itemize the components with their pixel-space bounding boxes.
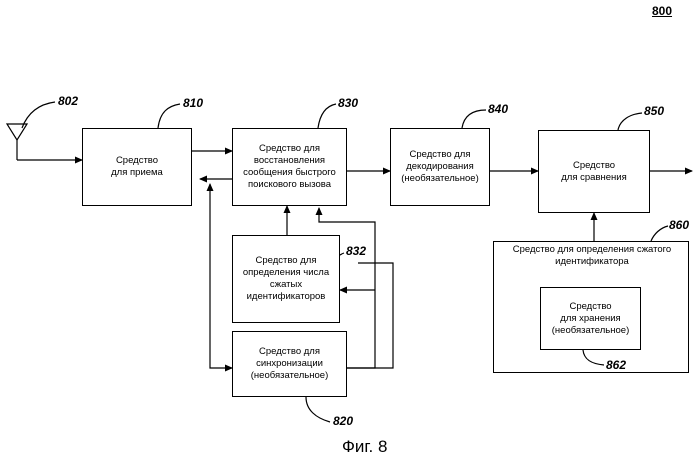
leader-850 bbox=[618, 113, 642, 130]
ref-label-850: 850 bbox=[644, 104, 664, 118]
block-810-receiver: Средство для приема bbox=[82, 128, 192, 206]
block-832-label: Средство для определения числа сжатых ид… bbox=[243, 255, 329, 303]
ref-label-820: 820 bbox=[333, 414, 353, 428]
leader-830 bbox=[318, 104, 336, 128]
leader-840 bbox=[462, 110, 486, 128]
ref-label-862: 862 bbox=[606, 358, 626, 372]
block-862-storage: Средство для хранения (необязательное) bbox=[540, 287, 641, 350]
antenna-icon bbox=[7, 124, 27, 160]
ref-label-860: 860 bbox=[669, 218, 689, 232]
block-840-label: Средство для декодирования (необязательн… bbox=[401, 149, 478, 185]
block-830-label: Средство для восстановления сообщения бы… bbox=[243, 143, 336, 191]
block-860-label: Средство для определения сжатого идентиф… bbox=[494, 244, 690, 268]
leader-820 bbox=[306, 397, 330, 422]
ref-label-832: 832 bbox=[346, 244, 366, 258]
leader-810 bbox=[158, 104, 180, 128]
block-840-decoder: Средство для декодирования (необязательн… bbox=[390, 128, 490, 206]
block-850-label: Средство для сравнения bbox=[561, 160, 626, 184]
block-820-sync: Средство для синхронизации (необязательн… bbox=[232, 331, 347, 397]
figure-number: 800 bbox=[652, 4, 672, 18]
ref-label-810: 810 bbox=[183, 96, 203, 110]
block-850-comparator: Средство для сравнения bbox=[538, 130, 650, 213]
block-832-count: Средство для определения числа сжатых ид… bbox=[232, 235, 340, 323]
block-862-label: Средство для хранения (необязательное) bbox=[552, 301, 629, 337]
block-810-label: Средство для приема bbox=[111, 155, 163, 179]
figure-caption: Фиг. 8 bbox=[342, 437, 387, 457]
ref-label-802: 802 bbox=[58, 94, 78, 108]
block-820-label: Средство для синхронизации (необязательн… bbox=[251, 346, 328, 382]
ref-label-840: 840 bbox=[488, 102, 508, 116]
connector-810-to-820 bbox=[210, 186, 232, 368]
ref-label-830: 830 bbox=[338, 96, 358, 110]
leader-860 bbox=[651, 226, 668, 241]
connector-820-bypass bbox=[347, 263, 393, 368]
block-830-recovery: Средство для восстановления сообщения бы… bbox=[232, 128, 347, 206]
